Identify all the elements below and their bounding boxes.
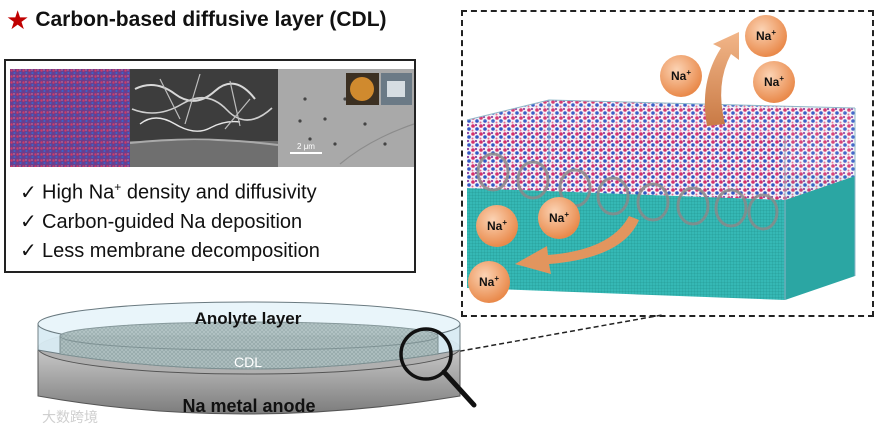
cdl-features-box: 2 μm ✓High Na+ density and diffusivity ✓…	[4, 59, 416, 273]
image-panels: 2 μm	[10, 69, 414, 167]
svg-text:Na+: Na+	[479, 274, 499, 289]
feature-item: ✓Carbon-guided Na deposition	[20, 208, 320, 237]
magnifier-icon	[399, 327, 477, 408]
scale-bar-label: 2 μm	[297, 142, 315, 151]
feature-item: ✓Less membrane decomposition	[20, 237, 320, 266]
star-icon: ★	[6, 5, 30, 35]
na-ion: Na+	[745, 15, 787, 57]
upward-arrow	[704, 32, 739, 126]
svg-text:Na+: Na+	[764, 74, 784, 89]
na-ion: Na+	[468, 261, 510, 303]
anolyte-label: Anolyte layer	[195, 309, 302, 328]
watermark: 大数跨境	[42, 409, 98, 425]
check-icon: ✓	[20, 210, 37, 233]
anode-label: Na metal anode	[182, 396, 315, 416]
carbon-rings	[476, 152, 779, 231]
zoom-detail-box: Na+ Na+ Na+ Na+ Na+ Na+	[461, 10, 874, 317]
svg-text:Na+: Na+	[549, 210, 569, 225]
sem-surface-panel: 2 μm	[278, 69, 414, 167]
curved-down-arrow	[515, 216, 639, 274]
na-ion: Na+	[538, 197, 580, 239]
feature-list: ✓High Na+ density and diffusivity ✓Carbo…	[20, 173, 320, 266]
check-icon: ✓	[20, 239, 37, 262]
cell-diagram: Anolyte layer CDL Na metal anode 大数跨境	[37, 301, 663, 425]
na-ion: Na+	[753, 61, 795, 103]
na-ion: Na+	[660, 55, 702, 97]
title-text: Carbon-based diffusive layer (CDL)	[35, 8, 387, 31]
zoom-leader-line	[443, 314, 663, 355]
na-ion: Na+	[476, 205, 518, 247]
simulation-panel	[10, 69, 130, 167]
svg-text:Na+: Na+	[671, 68, 691, 83]
cdl-label: CDL	[234, 354, 262, 370]
feature-item: ✓High Na+ density and diffusivity	[20, 173, 320, 208]
cdl-layer	[59, 321, 439, 370]
svg-text:Na+: Na+	[487, 218, 507, 233]
cdl-3d-scene: Na+ Na+ Na+ Na+ Na+ Na+	[466, 15, 856, 303]
svg-text:Na+: Na+	[756, 28, 776, 43]
check-icon: ✓	[20, 181, 37, 204]
sem-cross-section-panel	[129, 69, 279, 167]
electrolyte-layer	[466, 99, 856, 300]
figure-title: ★ Carbon-based diffusive layer (CDL)	[6, 4, 387, 36]
